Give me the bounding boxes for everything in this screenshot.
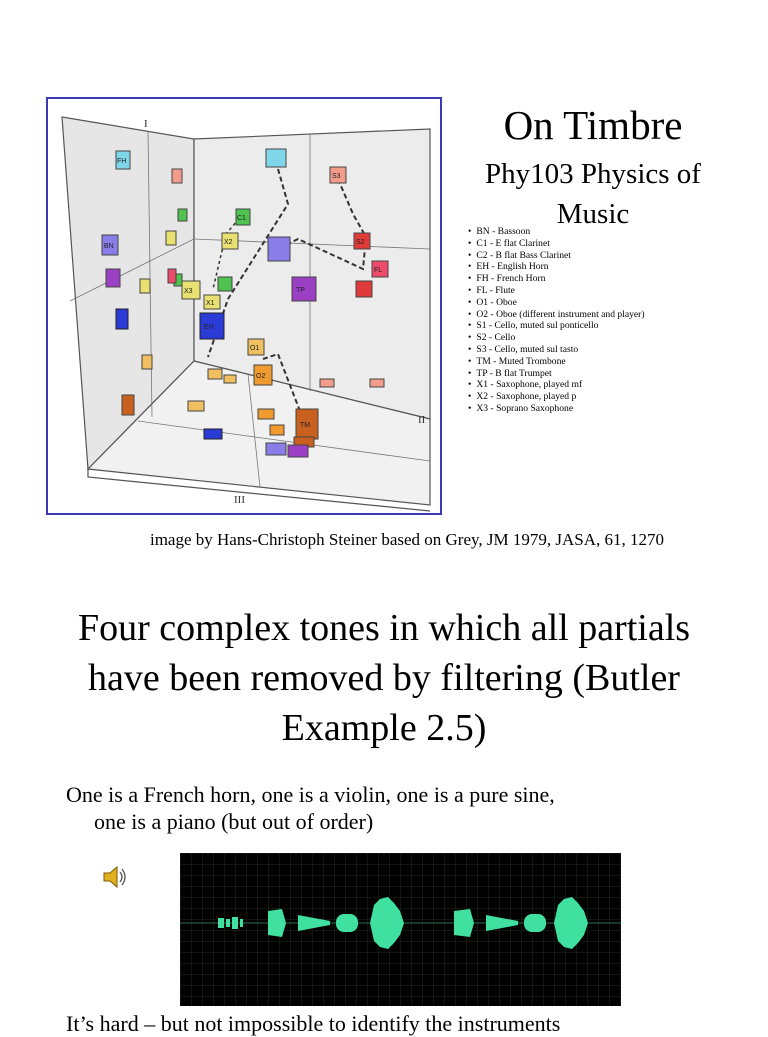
cube-x1: X1 <box>203 294 221 310</box>
svg-text:S3: S3 <box>332 173 341 180</box>
cube-s2: S2 <box>353 232 373 298</box>
axis-label-i: I <box>144 118 148 130</box>
svg-text:S2: S2 <box>356 239 365 246</box>
cube-x3: X3 <box>139 278 201 300</box>
svg-text:EH: EH <box>204 324 214 331</box>
svg-text:TM: TM <box>300 422 310 429</box>
legend-item: C1 - E flat Clarinet <box>468 238 645 250</box>
body-line-2: one is a piano (but out of order) <box>94 809 374 834</box>
body-line-1: One is a French horn, one is a violin, o… <box>66 782 555 807</box>
cube-o1: O1 <box>141 338 265 412</box>
legend-item: S2 - Cello <box>468 332 645 344</box>
svg-text:FH: FH <box>117 158 126 165</box>
timbre-space-figure: I II III FH S3 BN C1 <box>46 97 442 515</box>
cube-s3: S3 <box>171 166 347 184</box>
cube-bn: BN <box>101 234 291 262</box>
audio-waveform[interactable] <box>180 853 621 1006</box>
legend-item: FL - Flute <box>468 285 645 297</box>
cube-x2: X2 <box>165 230 239 250</box>
svg-text:O2: O2 <box>256 373 265 380</box>
cube-tp: TP <box>105 268 317 302</box>
image-credit: image by Hans-Christoph Steiner based on… <box>149 530 665 549</box>
legend-item: C2 - B flat Bass Clarinet <box>468 250 645 262</box>
svg-text:C1: C1 <box>237 215 246 222</box>
svg-text:X3: X3 <box>184 288 193 295</box>
legend-item: TP - B flat Trumpet <box>468 368 645 380</box>
legend-item: X3 - Soprano Saxophone <box>468 403 645 415</box>
cube-eh: EH <box>115 308 225 340</box>
legend-item: TM - Muted Trombone <box>468 356 645 368</box>
svg-text:O1: O1 <box>250 345 259 352</box>
legend-item: S3 - Cello, muted sul tasto <box>468 344 645 356</box>
legend-item: O2 - Oboe (different instrument and play… <box>468 309 644 321</box>
section-heading: Four complex tones in which all partials… <box>77 607 691 749</box>
legend-item: FH - French Horn <box>468 273 645 285</box>
cube-fl: FL <box>167 260 389 284</box>
axis-label-iii: III <box>234 494 245 506</box>
cube-c1: C1 <box>173 208 251 292</box>
instrument-legend: BN - Bassoon C1 - E flat Clarinet C2 - B… <box>468 226 645 415</box>
svg-text:X2: X2 <box>224 239 233 246</box>
svg-text:TP: TP <box>296 287 305 294</box>
page-subtitle: Phy103 Physics of Music <box>485 158 701 230</box>
legend-item: X1 - Saxophone, played mf <box>468 379 645 391</box>
cube-tm: TM <box>293 408 319 448</box>
axis-label-ii: II <box>418 414 426 426</box>
cube-fh: FH <box>115 148 287 170</box>
body-paragraph: One is a French horn, one is a violin, o… <box>66 781 706 835</box>
page-title: On Timbre <box>503 102 683 148</box>
legend-item: EH - English Horn <box>468 261 645 273</box>
cube-o2: O2 <box>121 364 285 436</box>
svg-text:FL: FL <box>374 267 382 274</box>
speaker-icon[interactable] <box>100 862 130 892</box>
legend-item: S1 - Cello, muted sul ponticello <box>468 320 645 332</box>
svg-text:X1: X1 <box>206 300 215 307</box>
legend-item: X2 - Saxophone, played p <box>468 391 645 403</box>
legend-item: O1 - Oboe <box>468 297 645 309</box>
legend-item: BN - Bassoon <box>468 226 645 238</box>
svg-text:BN: BN <box>104 243 114 250</box>
